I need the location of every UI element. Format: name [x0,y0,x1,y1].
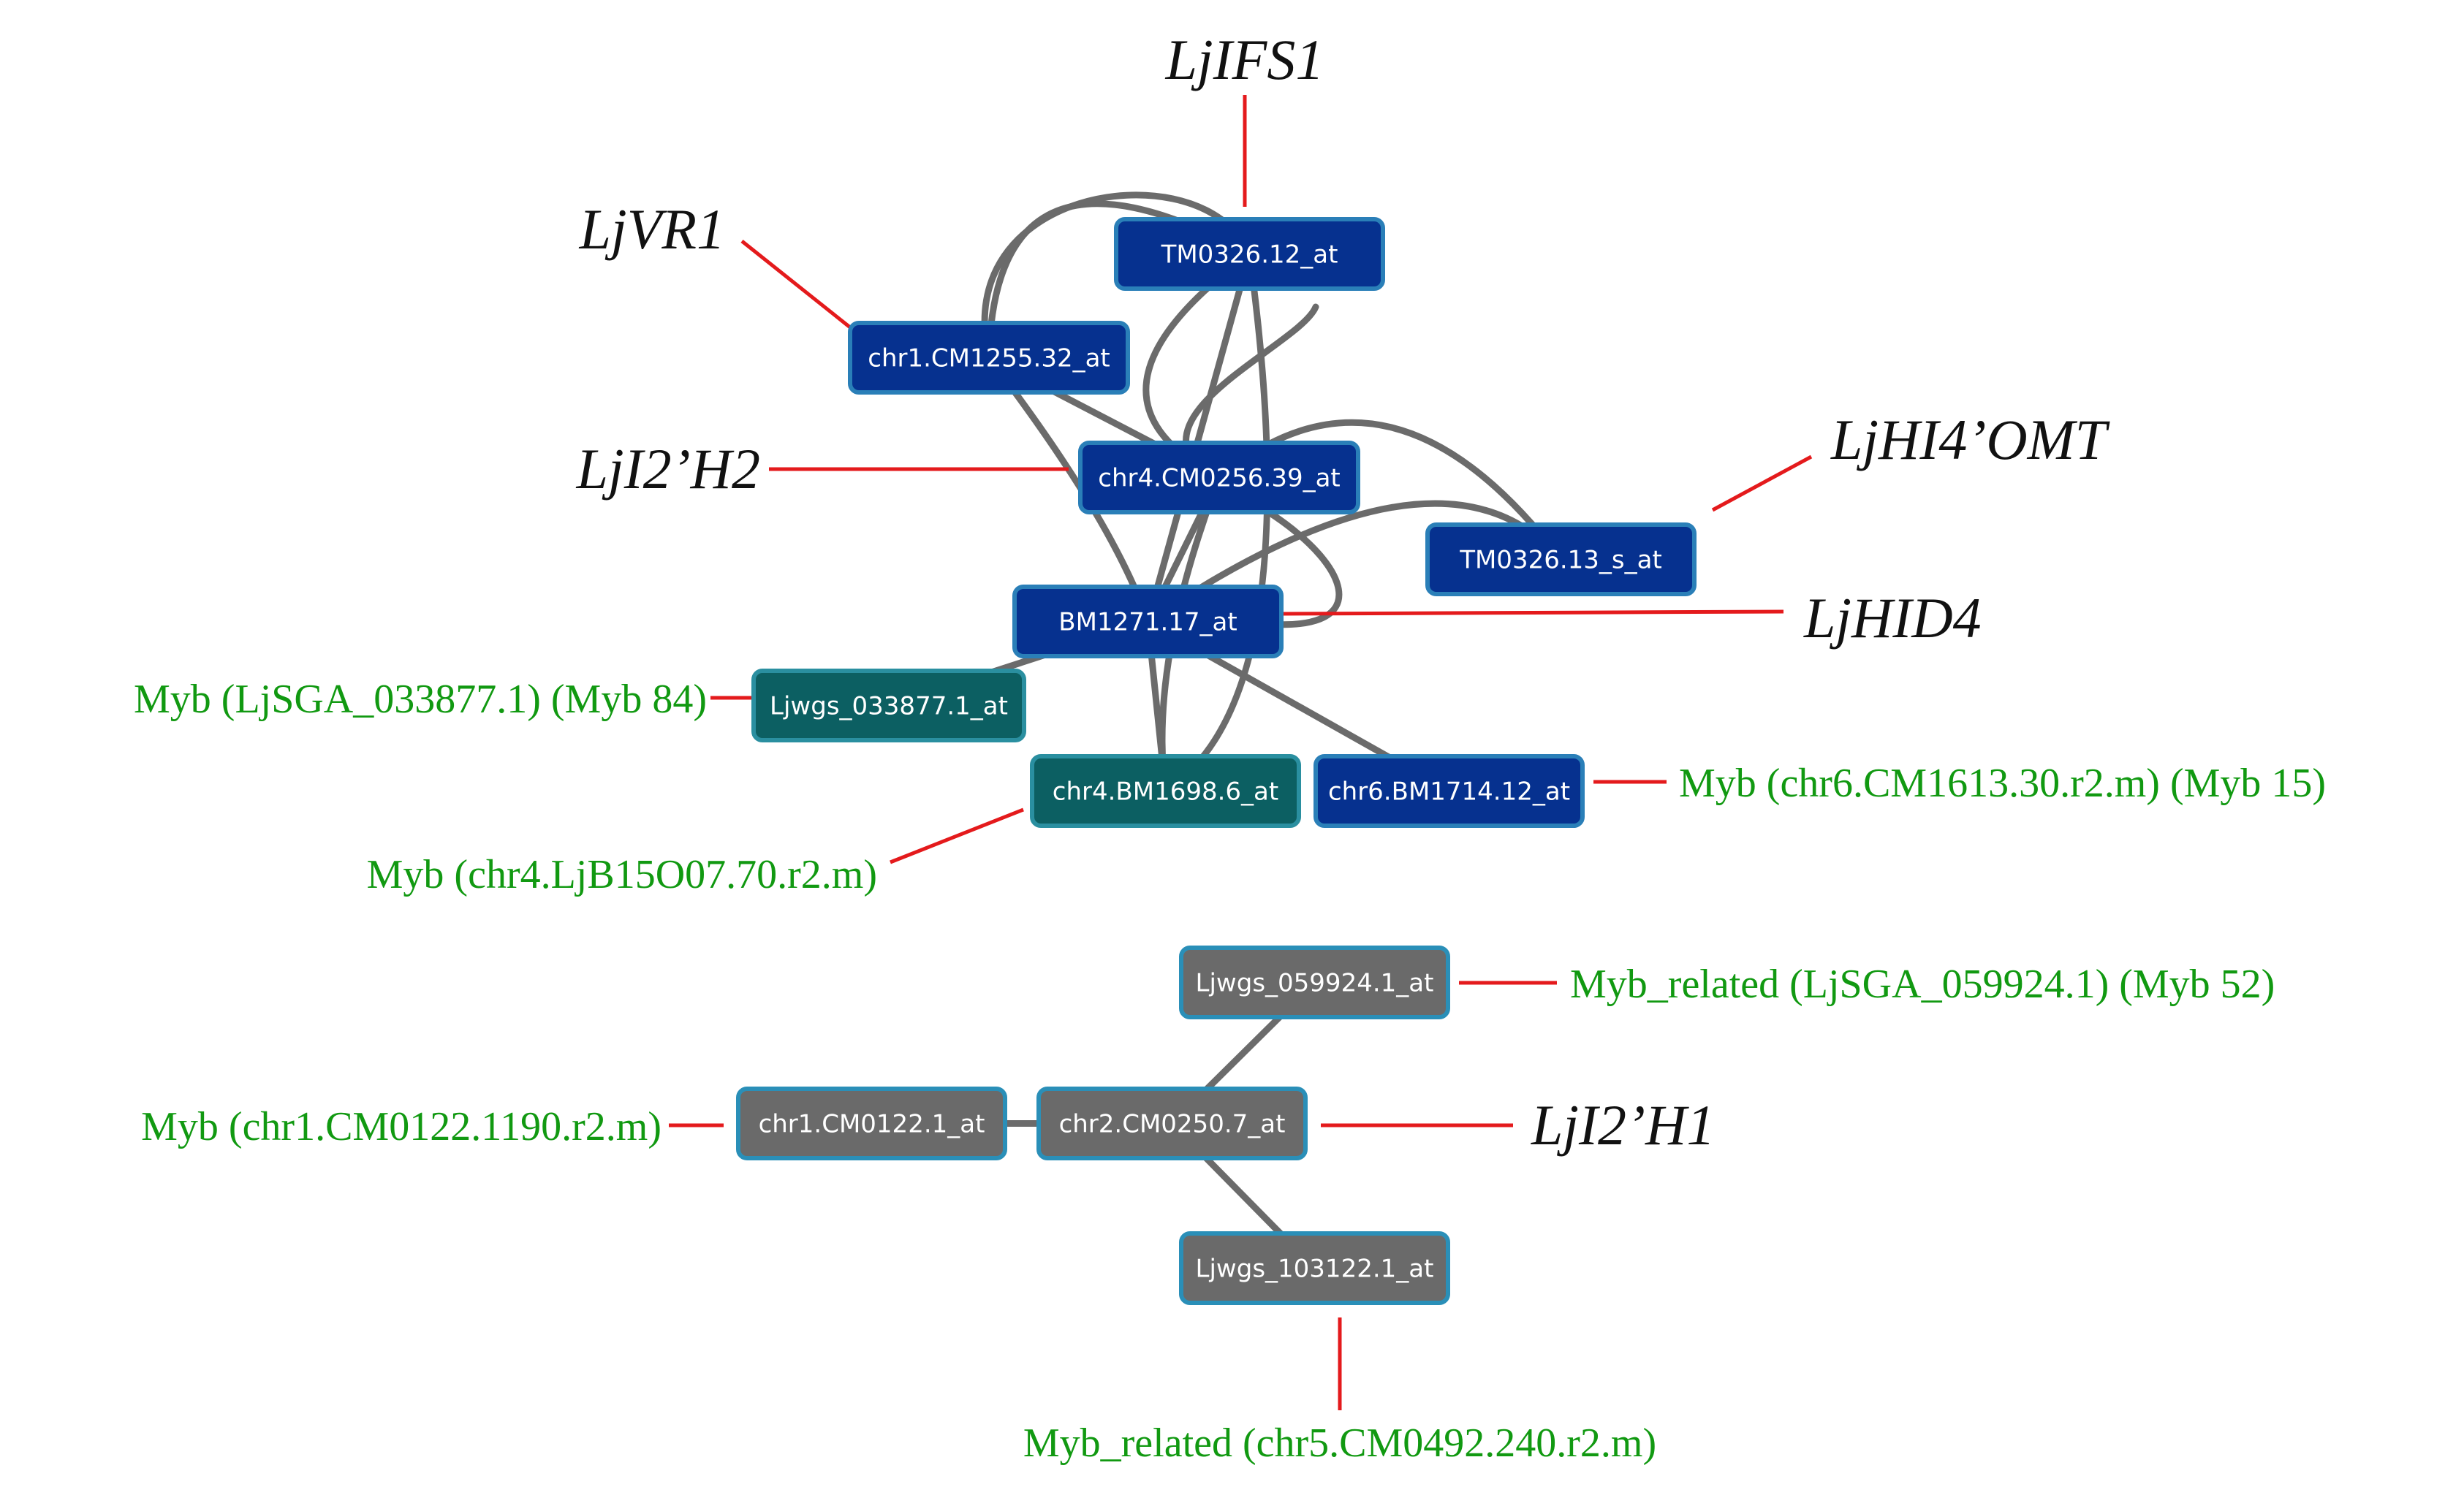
node-label: chr1.CM0122.1_at [759,1110,985,1139]
node-label: chr6.BM1714.12_at [1328,777,1570,807]
gene-annotation-label: LjIFS1 [1165,28,1324,91]
node-box [1425,522,1697,596]
myb-annotation-label: Myb_related (chr5.CM0492.240.r2.m) [1023,1421,1656,1466]
node-label: TM0326.13_s_at [1459,546,1662,575]
myb-annotation-leader-line [890,807,1024,864]
gene-annotation-label: LjHID4 [1803,586,1982,650]
node-box [1012,585,1284,658]
node-box [751,669,1026,742]
node-label: chr2.CM0250.7_at [1059,1110,1286,1139]
gene-annotation-label: LjI2’H1 [1531,1093,1715,1157]
node-chr6-bm1714-12-at[interactable]: chr6.BM1714.12_at [1313,754,1585,828]
node-tm0326-12-at[interactable]: TM0326.12_at [1114,217,1385,291]
node-box [1313,754,1585,828]
node-box [1030,754,1301,828]
annotation-leaders-layer [669,95,1813,1410]
node-chr4-bm1698-6-at[interactable]: chr4.BM1698.6_at [1030,754,1301,828]
node-label: Ljwgs_059924.1_at [1196,969,1434,998]
node-label: TM0326.12_at [1161,240,1338,270]
network-edge [1145,251,1253,625]
nodes-layer: TM0326.12_at chr1.CM1255.32_at chr4.CM0256… [736,217,1697,1305]
node-label: chr4.CM0256.39_at [1098,464,1341,493]
node-box [1179,1231,1450,1305]
node-label: Ljwgs_033877.1_at [770,692,1008,721]
gene-annotation-label: LjHI4’OMT [1830,408,2110,471]
node-label: BM1271.17_at [1058,608,1237,637]
myb-annotation-label: Myb (chr6.CM1613.30.r2.m) (Myb 15) [1679,761,2326,806]
node-label: chr4.BM1698.6_at [1053,777,1278,807]
node-label: chr1.CM1255.32_at [868,344,1110,373]
node-chr1-cm1255-32-at[interactable]: chr1.CM1255.32_at [848,321,1130,395]
myb-annotation-label: Myb (chr1.CM0122.1190.r2.m) [141,1104,662,1149]
node-box [736,1087,1007,1160]
gene-annotation-leader-line [1711,455,1813,512]
myb-annotation-label: Myb_related (LjSGA_059924.1) (Myb 52) [1570,962,2275,1007]
network-edge [1162,251,1271,794]
node-chr1-cm0122-1-at[interactable]: chr1.CM0122.1_at [736,1087,1007,1160]
node-ljwgs-033877-1-at[interactable]: Ljwgs_033877.1_at [751,669,1026,742]
node-ljwgs-103122-1-at[interactable]: Ljwgs_103122.1_at [1179,1231,1450,1305]
node-box [1179,946,1450,1019]
node-chr4-cm0256-39-at[interactable]: chr4.CM0256.39_at [1078,441,1360,514]
node-chr2-cm0250-7-at[interactable]: chr2.CM0250.7_at [1036,1087,1308,1160]
node-tm0326-13-s-at[interactable]: TM0326.13_s_at [1425,522,1697,596]
node-box [1036,1087,1308,1160]
node-ljwgs-059924-1-at[interactable]: Ljwgs_059924.1_at [1179,946,1450,1019]
node-label: Ljwgs_103122.1_at [1196,1255,1434,1284]
myb-annotation-label: Myb (LjSGA_033877.1) (Myb 84) [134,677,707,722]
network-edge [981,191,1246,361]
gene-annotation-label: LjVR1 [579,197,725,261]
myb-annotation-label: Myb (chr4.LjB15O07.70.r2.m) [367,852,877,897]
node-box [1078,441,1360,514]
node-box [1114,217,1385,291]
gene-annotation-leader-line [1281,609,1784,616]
network-edge [1239,493,1343,628]
node-bm1271-17-at[interactable]: BM1271.17_at [1012,585,1284,658]
gene-annotation-label: LjI2’H2 [576,437,760,501]
gene-annotation-leader-line [740,240,852,329]
node-box [848,321,1130,395]
